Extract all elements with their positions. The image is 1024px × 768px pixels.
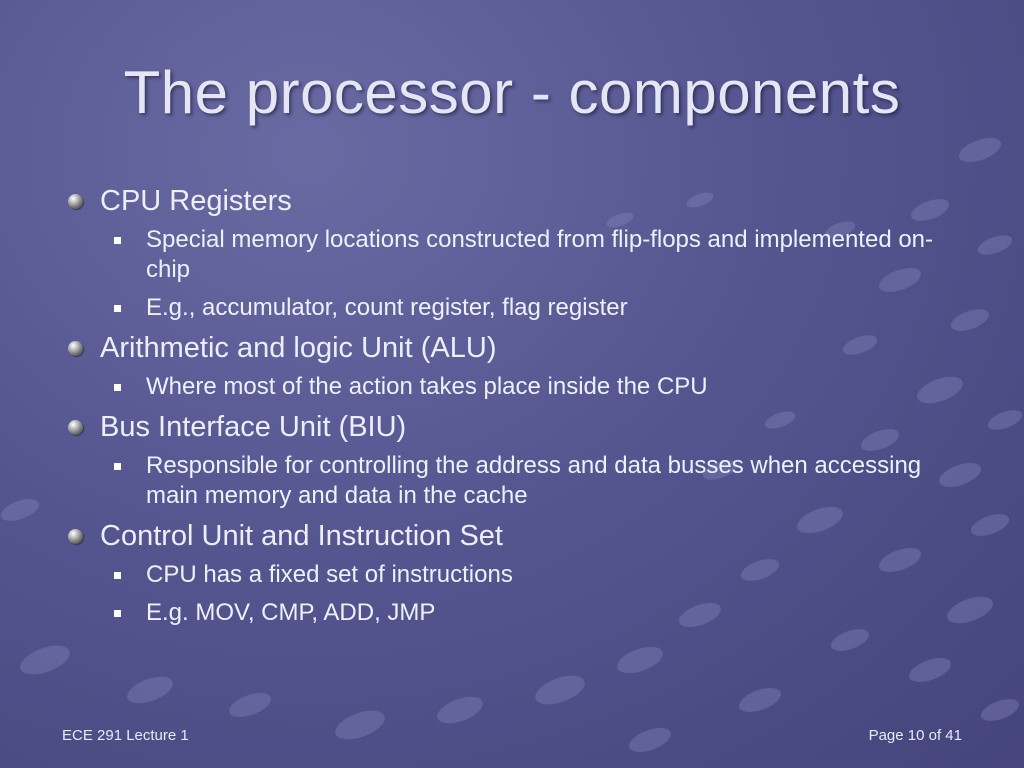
sphere-bullet-icon (68, 194, 83, 209)
sub-bullet-text: E.g., accumulator, count register, flag … (146, 294, 628, 321)
footer-lecture: ECE 291 Lecture 1 (62, 727, 189, 744)
bullet-heading: CPU Registers (100, 185, 292, 217)
sphere-bullet-icon (68, 341, 83, 356)
slide-title: The processor - components (123, 59, 901, 126)
sub-bullet-text: Where most of the action takes place ins… (146, 373, 708, 400)
square-bullet-icon (114, 463, 121, 470)
square-bullet-icon (114, 572, 121, 579)
footer-page-number: Page 10 of 41 (868, 727, 962, 744)
sub-bullet-text: Responsible for controlling the address … (146, 452, 922, 509)
sphere-bullet-icon (68, 529, 83, 544)
sub-bullet: Where most of the action takes place ins… (66, 372, 966, 402)
sphere-bullet-icon (68, 420, 83, 435)
sub-bullet: E.g., accumulator, count register, flag … (66, 293, 966, 323)
square-bullet-icon (114, 237, 121, 244)
bullet-heading: Bus Interface Unit (BIU) (100, 411, 407, 443)
slide-content: CPU Registers Special memory locations c… (66, 184, 966, 636)
bullet-biu: Bus Interface Unit (BIU) (66, 410, 966, 444)
sub-bullet-text: CPU has a fixed set of instructions (146, 561, 513, 588)
sub-bullet: Special memory locations constructed fro… (66, 225, 966, 285)
bullet-alu: Arithmetic and logic Unit (ALU) (66, 331, 966, 365)
bullet-heading: Arithmetic and logic Unit (ALU) (100, 332, 497, 364)
square-bullet-icon (114, 610, 121, 617)
sub-bullet: E.g. MOV, CMP, ADD, JMP (66, 598, 966, 628)
bullet-control-unit: Control Unit and Instruction Set (66, 519, 966, 553)
bullet-heading: Control Unit and Instruction Set (100, 520, 503, 552)
sub-bullet-text: Special memory locations constructed fro… (146, 226, 934, 283)
sub-bullet: Responsible for controlling the address … (66, 451, 966, 511)
sub-bullet-text: E.g. MOV, CMP, ADD, JMP (146, 599, 436, 626)
bullet-cpu-registers: CPU Registers (66, 184, 966, 218)
square-bullet-icon (114, 305, 121, 312)
sub-bullet: CPU has a fixed set of instructions (66, 560, 966, 590)
square-bullet-icon (114, 384, 121, 391)
